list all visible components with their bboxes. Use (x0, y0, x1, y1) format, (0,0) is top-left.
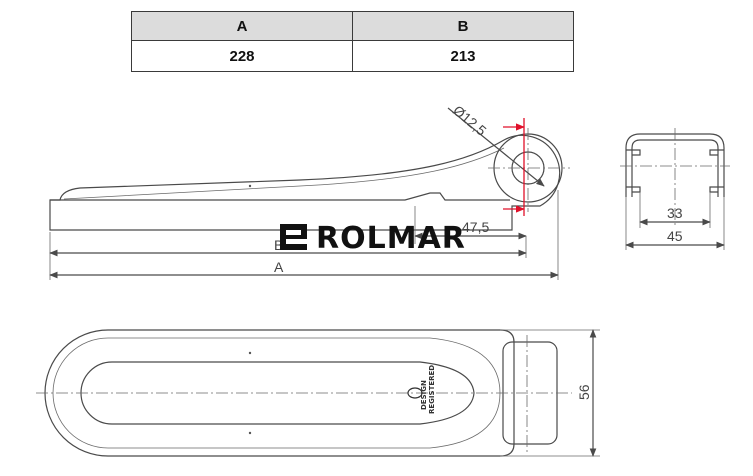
dimension-table-header-row: A B (131, 11, 574, 41)
diameter-label: Ø12,5 (450, 102, 490, 139)
strap-inner-edge (63, 147, 505, 200)
section-lip-right (709, 149, 724, 193)
stamp-line1: DESIGN (420, 380, 428, 410)
top-outline (44, 329, 515, 457)
section-lip-left (626, 149, 641, 193)
dimension-table: A B 228 213 (131, 11, 574, 72)
section-view: 33 45 (620, 128, 730, 250)
header-a: A (131, 11, 353, 41)
header-b: B (352, 11, 574, 41)
value-b: 213 (352, 40, 574, 72)
rolmar-logo: ROLMAR (280, 221, 466, 256)
value-a: 228 (131, 40, 353, 72)
dimension-b-label: B (274, 237, 283, 253)
height-label: 56 (576, 384, 592, 400)
top-recess (80, 361, 475, 425)
top-mark-lower (248, 431, 252, 435)
top-inner-outline (52, 337, 501, 449)
strap-lower-edge (50, 192, 510, 201)
stamp-line2: REGISTERED (428, 365, 436, 414)
inner-width-label: 33 (667, 205, 683, 221)
side-mark (248, 184, 252, 188)
dimension-a-label: A (274, 259, 284, 275)
top-view: DESIGN REGISTERED 56 (36, 184, 600, 457)
top-mark-upper (248, 351, 252, 355)
rolmar-logo-mark (280, 224, 307, 250)
dimension-table-value-row: 228 213 (131, 40, 574, 72)
logo-text: ROLMAR (316, 221, 466, 256)
offset-label: 47,5 (462, 219, 489, 235)
strap-outline (49, 134, 561, 231)
stamp-logo-icon (407, 387, 423, 399)
outer-width-label: 45 (667, 228, 683, 244)
design-registered-stamp: DESIGN REGISTERED (407, 365, 436, 414)
side-view: Ø12,5 47,5 B A (49, 102, 570, 280)
diameter-leader (447, 107, 545, 187)
